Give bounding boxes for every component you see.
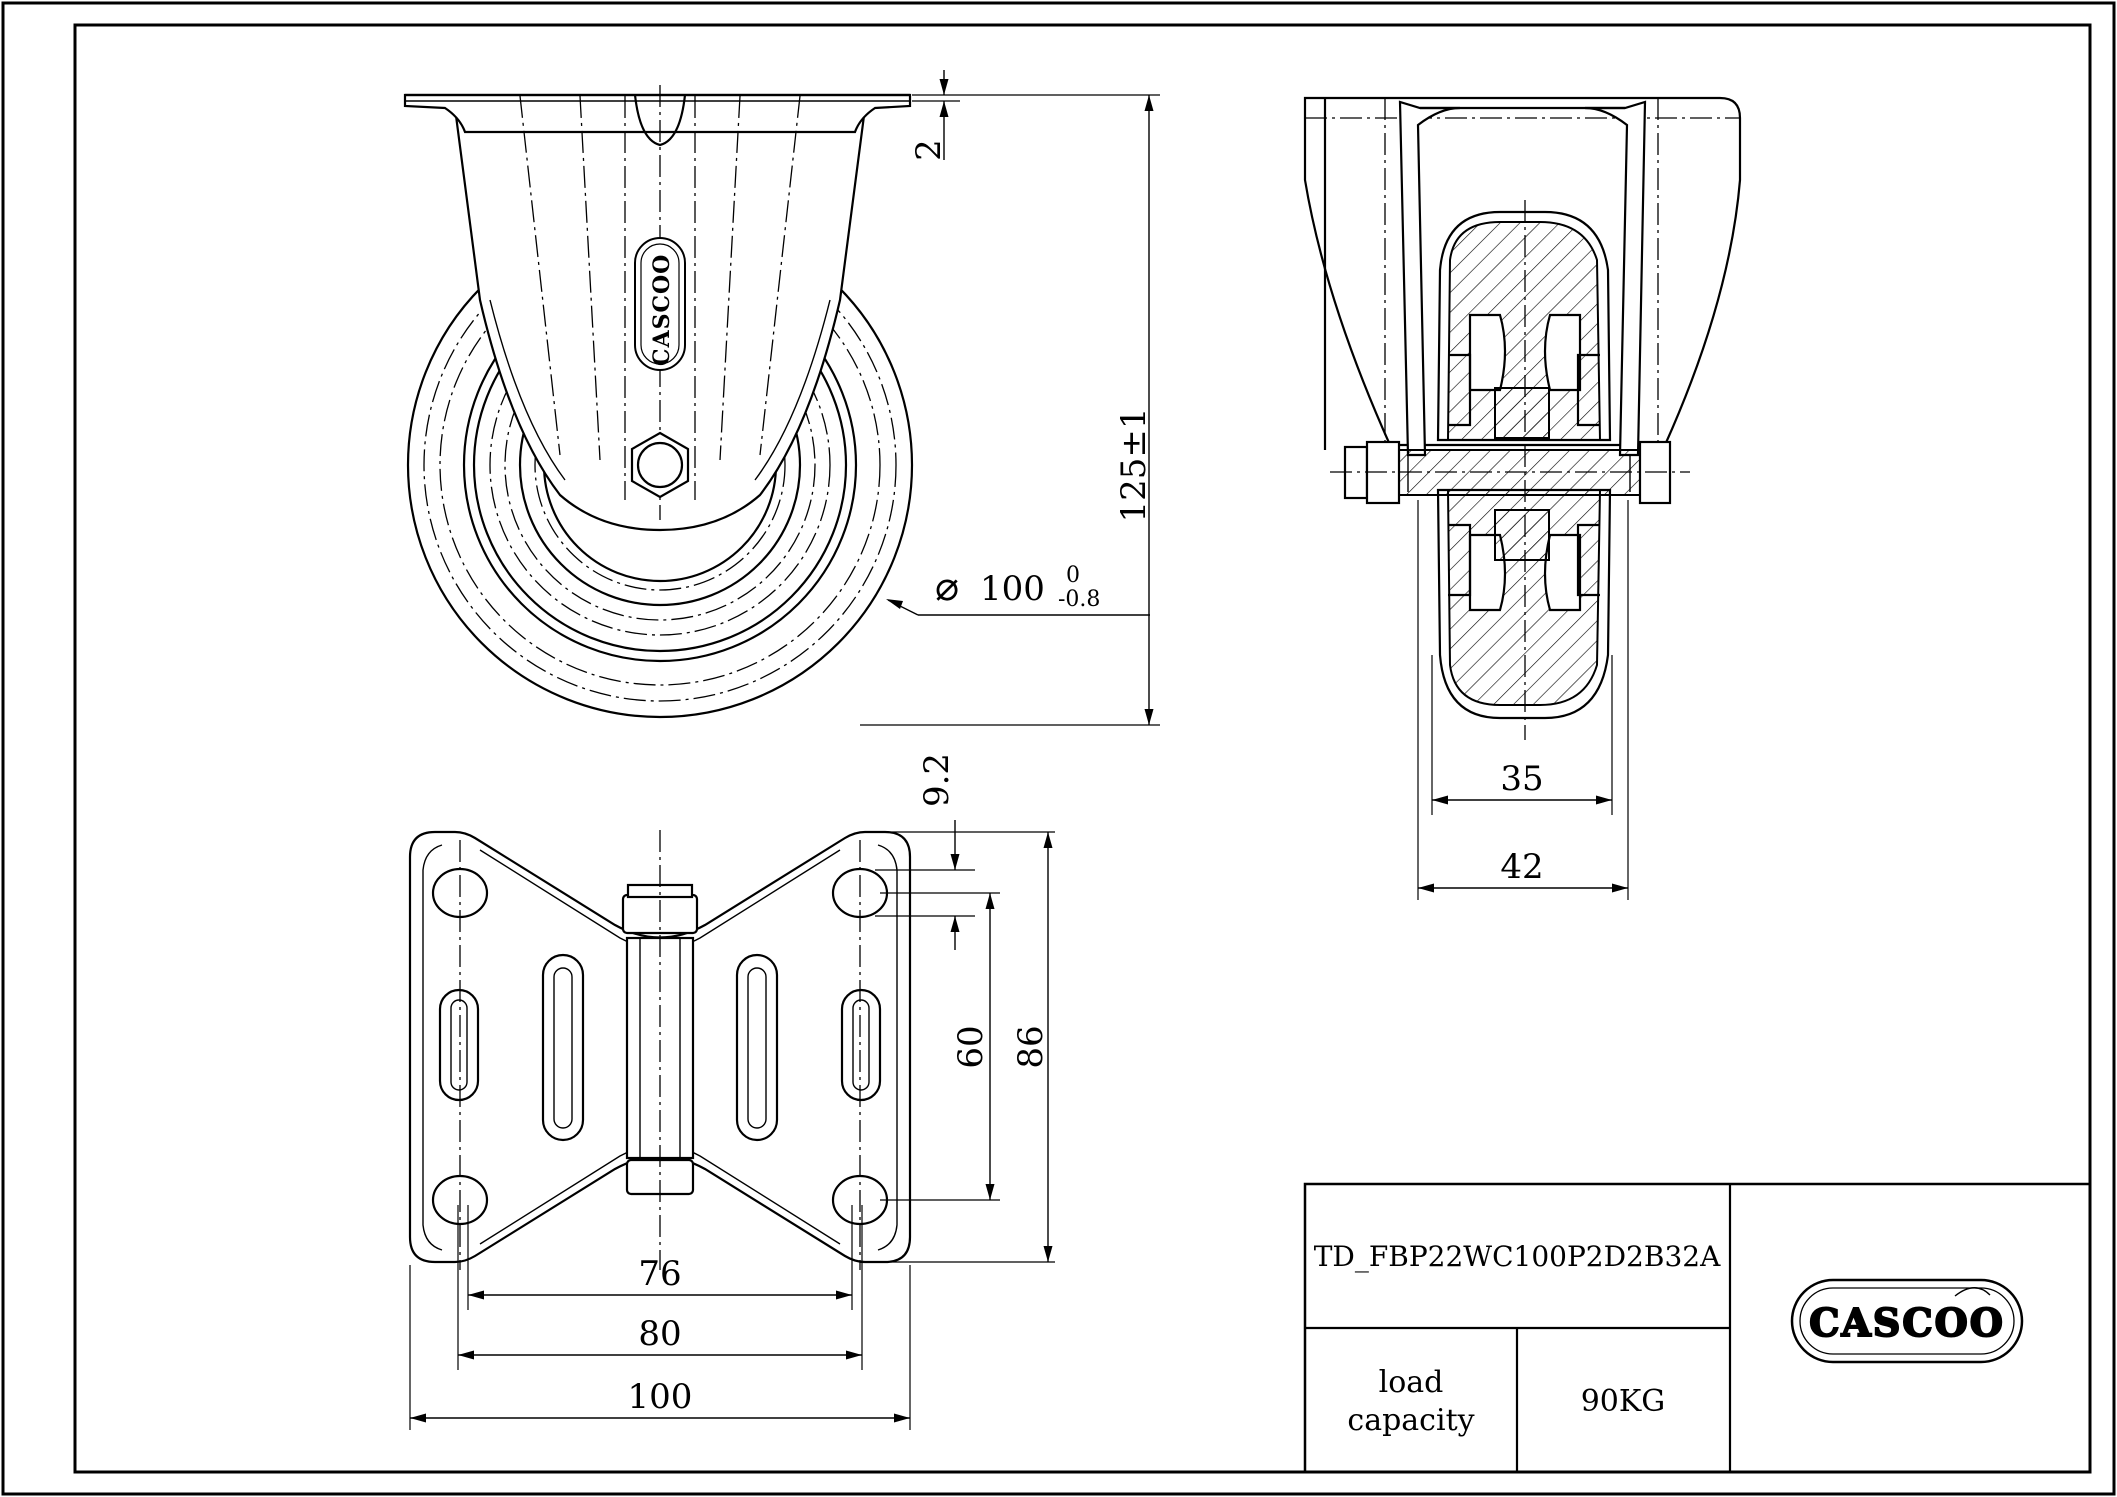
dim-plate-length: 86 (1011, 1025, 1051, 1068)
fork-logo-text: CASCOO (649, 254, 675, 366)
dim-slot-offset: 9.2 (917, 753, 957, 807)
top-view-dimensions: 86 60 9.2 76 80 100 (409, 753, 1055, 1430)
side-fork-housing (1303, 96, 1742, 447)
side-view-dimensions: 35 42 (1417, 500, 1629, 900)
axle-bolt (1330, 440, 1690, 505)
front-view: CASCOO (403, 85, 914, 719)
load-capacity-label-line1: load (1379, 1365, 1444, 1400)
dim-overall-height: 125±1 (1114, 407, 1154, 522)
load-capacity-value: 90KG (1581, 1384, 1666, 1419)
dim-wheel-tolerance-lower: -0.8 (1058, 587, 1100, 612)
front-view-dimensions: 125±1 2 ⌀ 100 0 -0.8 (860, 70, 1160, 726)
top-plate-front (403, 93, 912, 134)
bearing-upper (1494, 387, 1550, 439)
load-capacity-label-line2: capacity (1347, 1403, 1474, 1438)
dim-hole-spacing-y: 60 (951, 1025, 991, 1068)
side-view (1303, 96, 1742, 740)
dim-wheel-diameter: 100 (980, 569, 1045, 609)
top-view (408, 830, 912, 1270)
fork-logo-badge: CASCOO (634, 237, 686, 371)
dim-hole-spacing-x2: 80 (638, 1314, 681, 1354)
dim-wheel-width: 35 (1500, 759, 1543, 799)
title-block: TD_FBP22WC100P2D2B32A load capacity 90KG… (1303, 1182, 2092, 1474)
part-number: TD_FBP22WC100P2D2B32A (1314, 1240, 1721, 1273)
dim-hole-spacing-x1: 76 (638, 1254, 681, 1294)
brand-logo: CASCOO (1790, 1278, 2024, 1364)
dim-plate-thickness: 2 (909, 139, 949, 161)
dim-wheel-diameter-symbol: ⌀ (935, 564, 959, 610)
dim-wheel-tolerance-upper: 0 (1066, 563, 1080, 588)
dim-plate-width: 100 (628, 1377, 693, 1417)
front-center-lines (519, 85, 801, 520)
inner-border (73, 23, 2092, 1474)
axle-hex-nut (630, 431, 690, 499)
bearing-lower (1494, 509, 1550, 561)
dim-fork-width: 42 (1500, 847, 1543, 887)
brand-logo-text: CASCOO (1809, 1300, 2005, 1345)
